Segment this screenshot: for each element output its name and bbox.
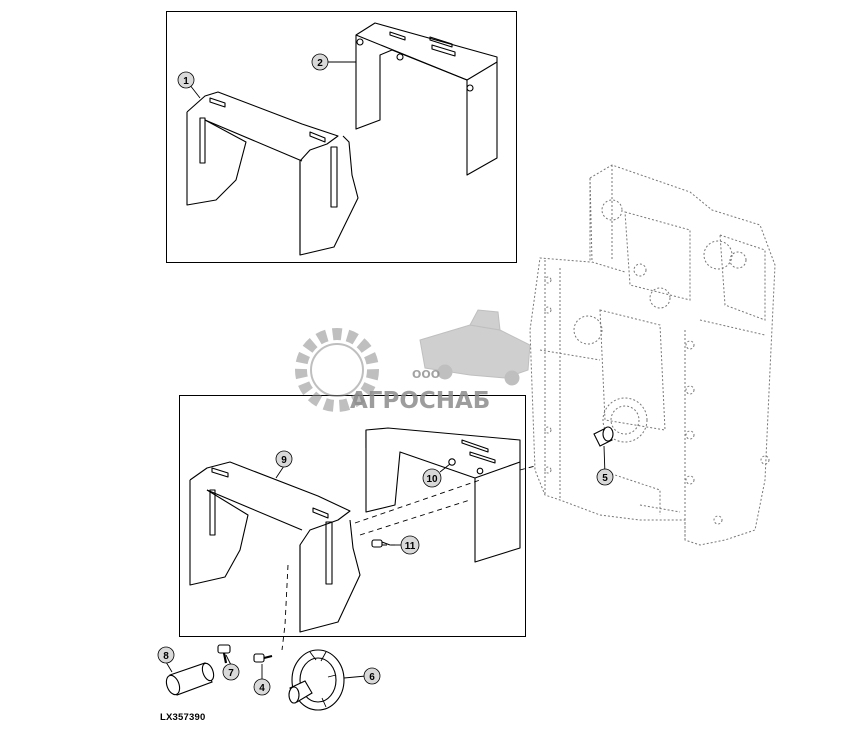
callout-circle xyxy=(222,663,240,681)
callout-1: 1 xyxy=(183,76,189,87)
agrosnab-watermark xyxy=(295,309,531,412)
callout-2: 2 xyxy=(317,58,323,69)
callout-7: 7 xyxy=(228,668,234,679)
callout-circle xyxy=(363,667,381,685)
callout-6: 6 xyxy=(369,672,375,683)
transmission-housing xyxy=(529,164,776,546)
callout-circle xyxy=(400,535,420,555)
bushing-part-5 xyxy=(593,426,614,447)
callout-circle xyxy=(311,53,329,71)
leader-line xyxy=(439,463,451,473)
callout-8: 8 xyxy=(163,651,169,662)
bearing-part-6 xyxy=(288,649,345,711)
callout-circle xyxy=(596,468,614,486)
shield-part-9 xyxy=(189,461,361,633)
callout-circle xyxy=(422,468,442,488)
shield-part-10 xyxy=(365,427,521,563)
bolt-part-7 xyxy=(217,644,231,664)
figure-id: LX357390 xyxy=(160,712,206,723)
callout-9: 9 xyxy=(281,455,287,466)
leader-line xyxy=(225,654,232,666)
watermark-small-text: ООО xyxy=(412,368,440,381)
truck-logo-icon xyxy=(419,309,531,386)
callout-circle xyxy=(177,71,195,89)
callout-circle xyxy=(275,450,293,468)
callout-circle xyxy=(157,646,175,664)
shield-part-1 xyxy=(186,91,359,256)
callout-4: 4 xyxy=(259,683,265,694)
leader-line xyxy=(165,661,173,673)
gear-logo-icon xyxy=(295,328,379,412)
callout-10: 10 xyxy=(426,474,438,485)
callout-11: 11 xyxy=(405,541,416,552)
shield-part-2 xyxy=(355,22,498,176)
bolt-part-11 xyxy=(371,539,391,548)
callout-5: 5 xyxy=(602,473,608,484)
detail-frame-upper xyxy=(166,11,517,263)
bolt-part-4 xyxy=(253,653,273,663)
leader-line xyxy=(275,465,285,479)
cylinder-part-8 xyxy=(165,662,215,696)
callout-circle xyxy=(253,678,271,696)
watermark-brand-text: АГРОСНАБ xyxy=(350,388,490,414)
leader-line xyxy=(343,675,367,679)
detail-frame-lower xyxy=(179,395,526,637)
callouts: 1 2 4 5 6 7 8 9 10 11 xyxy=(157,53,614,696)
